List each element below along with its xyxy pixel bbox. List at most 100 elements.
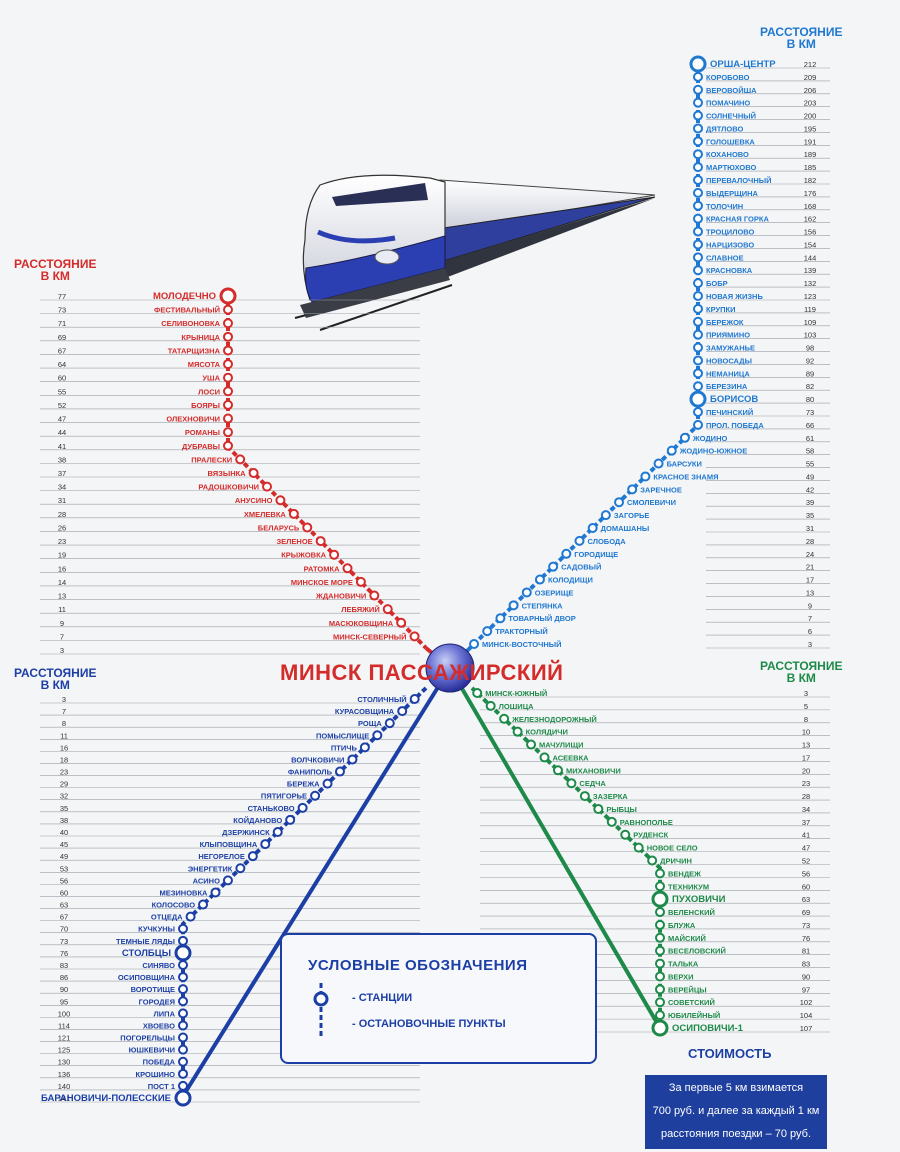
station-name: ЖЕЛЕЗНОДОРОЖНЫЙ <box>511 715 597 724</box>
station-name: МИНСКОЕ МОРЕ <box>291 578 353 587</box>
station-name: КУЧКУНЫ <box>138 925 175 934</box>
legend-box: УСЛОВНЫЕ ОБОЗНАЧЕНИЯ - СТАНЦИИ - ОСТАНОВ… <box>280 933 597 1064</box>
station-name: ОЛЕХНОВИЧИ <box>166 415 220 424</box>
distance-heading-line: В КМ <box>40 678 70 692</box>
station-name: МАЙСКИЙ <box>668 934 706 943</box>
station-distance: 42 <box>806 485 814 494</box>
station-name: БОЯРЫ <box>191 401 220 410</box>
station-name: АНУСИНО <box>235 496 273 505</box>
station-icon <box>297 802 308 813</box>
station-icon <box>566 778 577 789</box>
station-name: СОВЕТСКИЙ <box>668 998 715 1007</box>
fare-line: расстояния поездки – 70 руб. <box>660 1128 812 1140</box>
station-distance: 107 <box>800 1024 813 1033</box>
station-distance: 60 <box>802 882 810 891</box>
station-icon <box>600 510 611 521</box>
station-distance: 139 <box>804 266 817 275</box>
station-name: ДУБРАВЫ <box>182 442 220 451</box>
station-name: ПЯТИГОРЬЕ <box>261 792 307 801</box>
station-name: МАРТЮХОВО <box>706 163 756 172</box>
major-station-icon <box>651 890 669 908</box>
station-icon <box>495 613 506 624</box>
station-distance: 16 <box>58 564 66 573</box>
station-icon <box>247 851 258 862</box>
station-icon <box>587 523 598 533</box>
distance-heading-nw: РАССТОЯНИЕ В КМ <box>14 258 96 282</box>
station-icon <box>693 71 703 82</box>
station-icon <box>655 1010 665 1021</box>
station-icon <box>693 162 703 173</box>
station-name: БЛУЖА <box>668 921 696 930</box>
station-distance: 60 <box>58 374 66 383</box>
station-distance: 141 <box>58 1094 71 1103</box>
major-station-name: БАРАНОВИЧИ-ПОЛЕССКИЕ <box>41 1093 171 1104</box>
station-distance: 28 <box>806 537 814 546</box>
station-name: ДЗЕРЖИНСК <box>222 828 270 837</box>
station-distance: 104 <box>800 1011 813 1020</box>
station-icon <box>469 639 480 649</box>
station-name: ЖОДИНО-ЮЖНОЕ <box>679 447 747 456</box>
station-name: УША <box>202 374 220 383</box>
station-icon <box>693 355 703 366</box>
station-name: МИХАНОВИЧИ <box>566 766 621 775</box>
station-distance: 8 <box>62 719 66 728</box>
station-icon <box>372 730 383 741</box>
station-name: КОЛОДИЩИ <box>548 576 593 585</box>
station-distance: 37 <box>58 469 66 478</box>
station-icon <box>223 413 233 424</box>
station-icon <box>574 535 585 546</box>
station-icon <box>178 960 188 970</box>
major-station-icon <box>689 390 707 408</box>
station-name: КРАСНОЕ ЗНАМЯ <box>653 472 718 481</box>
station-name: ВЕРОВОЙША <box>706 86 757 95</box>
station-distance: 23 <box>802 779 810 788</box>
station-name: МИНСК-СЕВЕРНЫЙ <box>333 632 407 641</box>
station-name: КОЛОСОВО <box>152 901 196 910</box>
station-distance: 20 <box>802 766 810 775</box>
station-distance: 130 <box>58 1058 71 1067</box>
station-distance: 45 <box>60 840 68 849</box>
legend-stations-label: - СТАНЦИИ <box>352 992 413 1004</box>
major-station-name: ОСИПОВИЧИ-1 <box>672 1023 744 1034</box>
station-icon <box>260 839 271 850</box>
station-icon <box>397 706 408 717</box>
station-distance: 67 <box>58 346 66 355</box>
station-distance: 98 <box>806 344 814 353</box>
station-icon <box>178 1068 188 1079</box>
station-distance: 185 <box>804 163 817 172</box>
track-sw-hub-link <box>181 666 452 1098</box>
major-station-icon <box>689 55 707 73</box>
station-icon <box>223 304 233 315</box>
hub-station-name: МИНСК ПАССАЖИРСКИЙ <box>280 660 564 685</box>
station-distance: 123 <box>804 292 817 301</box>
station-distance: 35 <box>806 511 814 520</box>
station-icon <box>178 984 188 995</box>
station-icon <box>655 984 665 995</box>
station-distance: 6 <box>808 627 812 636</box>
station-distance: 144 <box>804 253 817 262</box>
station-icon <box>655 958 665 969</box>
station-name: ФАНИПОЛЬ <box>288 768 333 777</box>
station-icon <box>185 911 196 922</box>
station-icon <box>620 829 631 840</box>
station-icon <box>614 497 625 508</box>
station-name: ТОВАРНЫЙ ДВОР <box>508 614 575 623</box>
station-distance: 81 <box>802 947 810 956</box>
station-icon <box>539 752 550 763</box>
station-distance: 5 <box>804 702 808 711</box>
station-icon <box>499 713 510 724</box>
station-name: ФЕСТИВАЛЬНЫЙ <box>154 306 220 315</box>
station-name: АСИНО <box>193 876 220 885</box>
legend-stops-label: - ОСТАНОВОЧНЫЕ ПУНКТЫ <box>352 1018 506 1030</box>
station-icon <box>409 694 420 704</box>
station-icon <box>329 549 340 560</box>
station-distance: 89 <box>806 369 814 378</box>
station-distance: 53 <box>60 864 68 873</box>
station-distance: 13 <box>802 741 810 750</box>
station-name: СТАНЬКОВО <box>248 804 295 813</box>
station-icon <box>693 329 703 340</box>
station-distance: 212 <box>804 60 817 69</box>
station-icon <box>693 149 703 160</box>
station-name: ЛЕБЯЖИЙ <box>341 605 379 614</box>
